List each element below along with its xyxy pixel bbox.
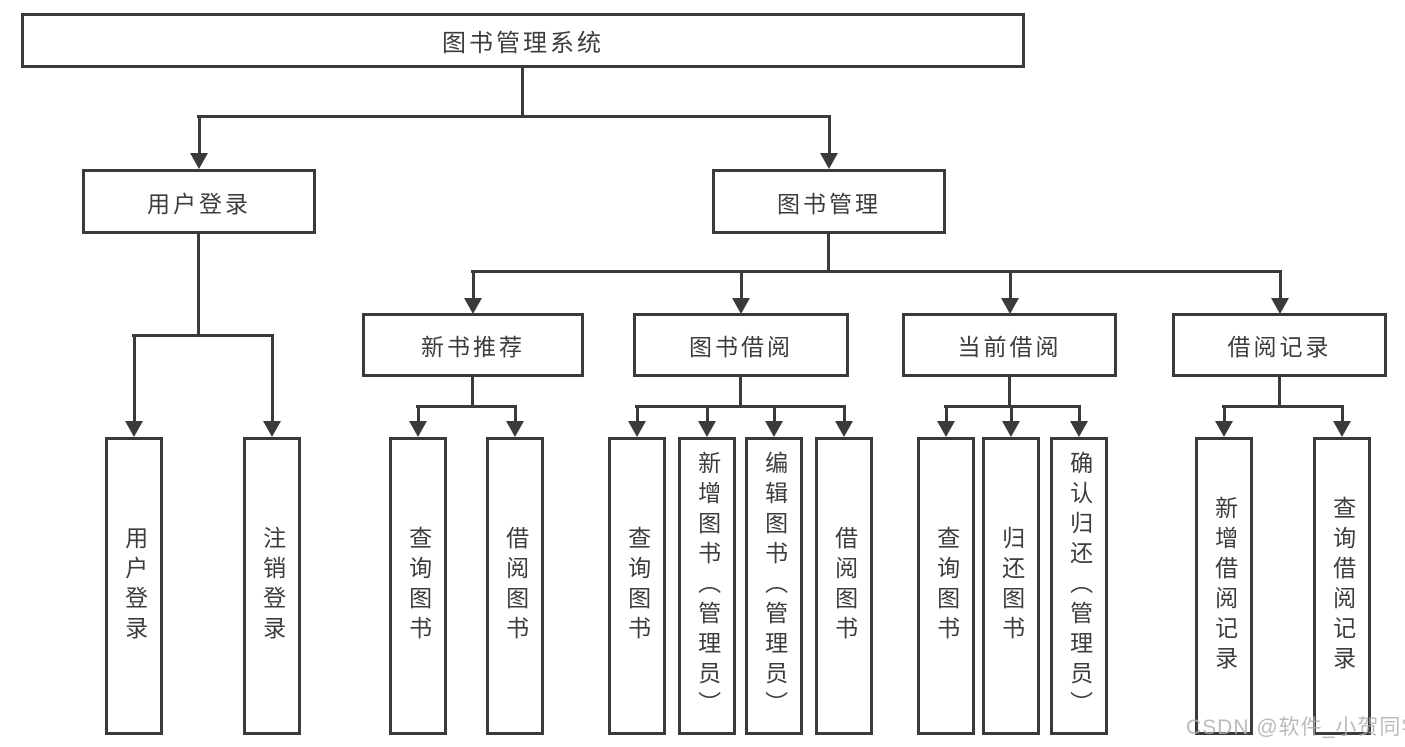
leaf-records-query-borrow-record-label: 查询借阅记录 — [1329, 496, 1356, 676]
arrow-to-book-borrow — [732, 270, 750, 314]
leaf-user-login: 用户登录 — [105, 437, 163, 735]
arrow-borrow-query — [628, 405, 646, 437]
connector-book-borrow-trunk — [739, 375, 742, 408]
connector-root-trunk — [521, 66, 524, 118]
connector-current-borrow-bar — [944, 405, 1081, 408]
arrow-newbook-query — [409, 405, 427, 437]
leaf-bookborrow-query-books-label: 查询图书 — [624, 526, 651, 646]
arrow-current-confirm — [1070, 405, 1088, 437]
leaf-bookborrow-add-books-admin-label: 新增图书（管理员） — [694, 451, 721, 721]
connector-level2-bar — [197, 115, 831, 118]
leaf-newbook-borrow-books-label: 借阅图书 — [502, 526, 529, 646]
node-book-management: 图书管理 — [712, 169, 946, 234]
connector-new-book-bar — [416, 405, 517, 408]
leaf-logout-login: 注销登录 — [243, 437, 301, 735]
leaf-current-query-books: 查询图书 — [917, 437, 975, 735]
leaf-records-add-borrow-record: 新增借阅记录 — [1195, 437, 1253, 735]
arrow-to-borrow-records — [1271, 270, 1289, 314]
leaf-records-query-borrow-record: 查询借阅记录 — [1313, 437, 1371, 735]
leaf-bookborrow-borrow-books-label: 借阅图书 — [831, 526, 858, 646]
arrow-borrow-add — [698, 405, 716, 437]
connector-borrow-records-trunk — [1278, 375, 1281, 408]
node-borrow-records: 借阅记录 — [1172, 313, 1387, 377]
leaf-newbook-borrow-books: 借阅图书 — [486, 437, 544, 735]
connector-borrow-records-bar — [1222, 405, 1344, 408]
leaf-current-confirm-return-admin-label: 确认归还（管理员） — [1066, 451, 1093, 721]
arrow-to-book-management — [820, 115, 838, 169]
connector-book-management-trunk — [827, 232, 830, 273]
leaf-logout-login-label: 注销登录 — [259, 526, 286, 646]
leaf-records-add-borrow-record-label: 新增借阅记录 — [1211, 496, 1238, 676]
connector-book-borrow-bar — [635, 405, 846, 408]
leaf-newbook-query-books: 查询图书 — [389, 437, 447, 735]
leaf-bookborrow-query-books: 查询图书 — [608, 437, 666, 735]
node-new-book-recommend: 新书推荐 — [362, 313, 584, 377]
leaf-current-query-books-label: 查询图书 — [933, 526, 960, 646]
leaf-bookborrow-add-books-admin: 新增图书（管理员） — [678, 437, 736, 735]
arrow-to-new-book-recommend — [464, 270, 482, 314]
leaf-current-return-books-label: 归还图书 — [998, 526, 1025, 646]
connector-level3-bar — [471, 270, 1281, 273]
connector-new-book-trunk — [471, 375, 474, 408]
arrow-to-current-borrow — [1001, 270, 1019, 314]
arrow-borrow-borrow — [835, 405, 853, 437]
leaf-bookborrow-edit-books-admin-label: 编辑图书（管理员） — [761, 451, 788, 721]
connector-current-borrow-trunk — [1008, 375, 1011, 408]
arrow-records-add — [1215, 405, 1233, 437]
arrow-current-return — [1002, 405, 1020, 437]
arrow-to-leaf-user-login — [125, 334, 143, 437]
leaf-bookborrow-borrow-books: 借阅图书 — [815, 437, 873, 735]
arrow-records-query — [1333, 405, 1351, 437]
node-user-login: 用户登录 — [82, 169, 316, 234]
node-book-borrow: 图书借阅 — [633, 313, 849, 377]
connector-user-login-bar — [132, 334, 274, 337]
leaf-current-return-books: 归还图书 — [982, 437, 1040, 735]
node-library-management-system: 图书管理系统 — [21, 13, 1025, 68]
arrow-current-query — [937, 405, 955, 437]
connector-user-login-trunk — [197, 232, 200, 337]
arrow-newbook-borrow — [506, 405, 524, 437]
arrow-to-leaf-logout — [263, 334, 281, 437]
leaf-bookborrow-edit-books-admin: 编辑图书（管理员） — [745, 437, 803, 735]
node-current-borrow: 当前借阅 — [902, 313, 1117, 377]
leaf-user-login-label: 用户登录 — [121, 526, 148, 646]
leaf-newbook-query-books-label: 查询图书 — [405, 526, 432, 646]
leaf-current-confirm-return-admin: 确认归还（管理员） — [1050, 437, 1108, 735]
csdn-watermark: CSDN @软件_小贺同学 — [1186, 716, 1405, 739]
arrow-to-user-login — [190, 115, 208, 169]
arrow-borrow-edit — [765, 405, 783, 437]
